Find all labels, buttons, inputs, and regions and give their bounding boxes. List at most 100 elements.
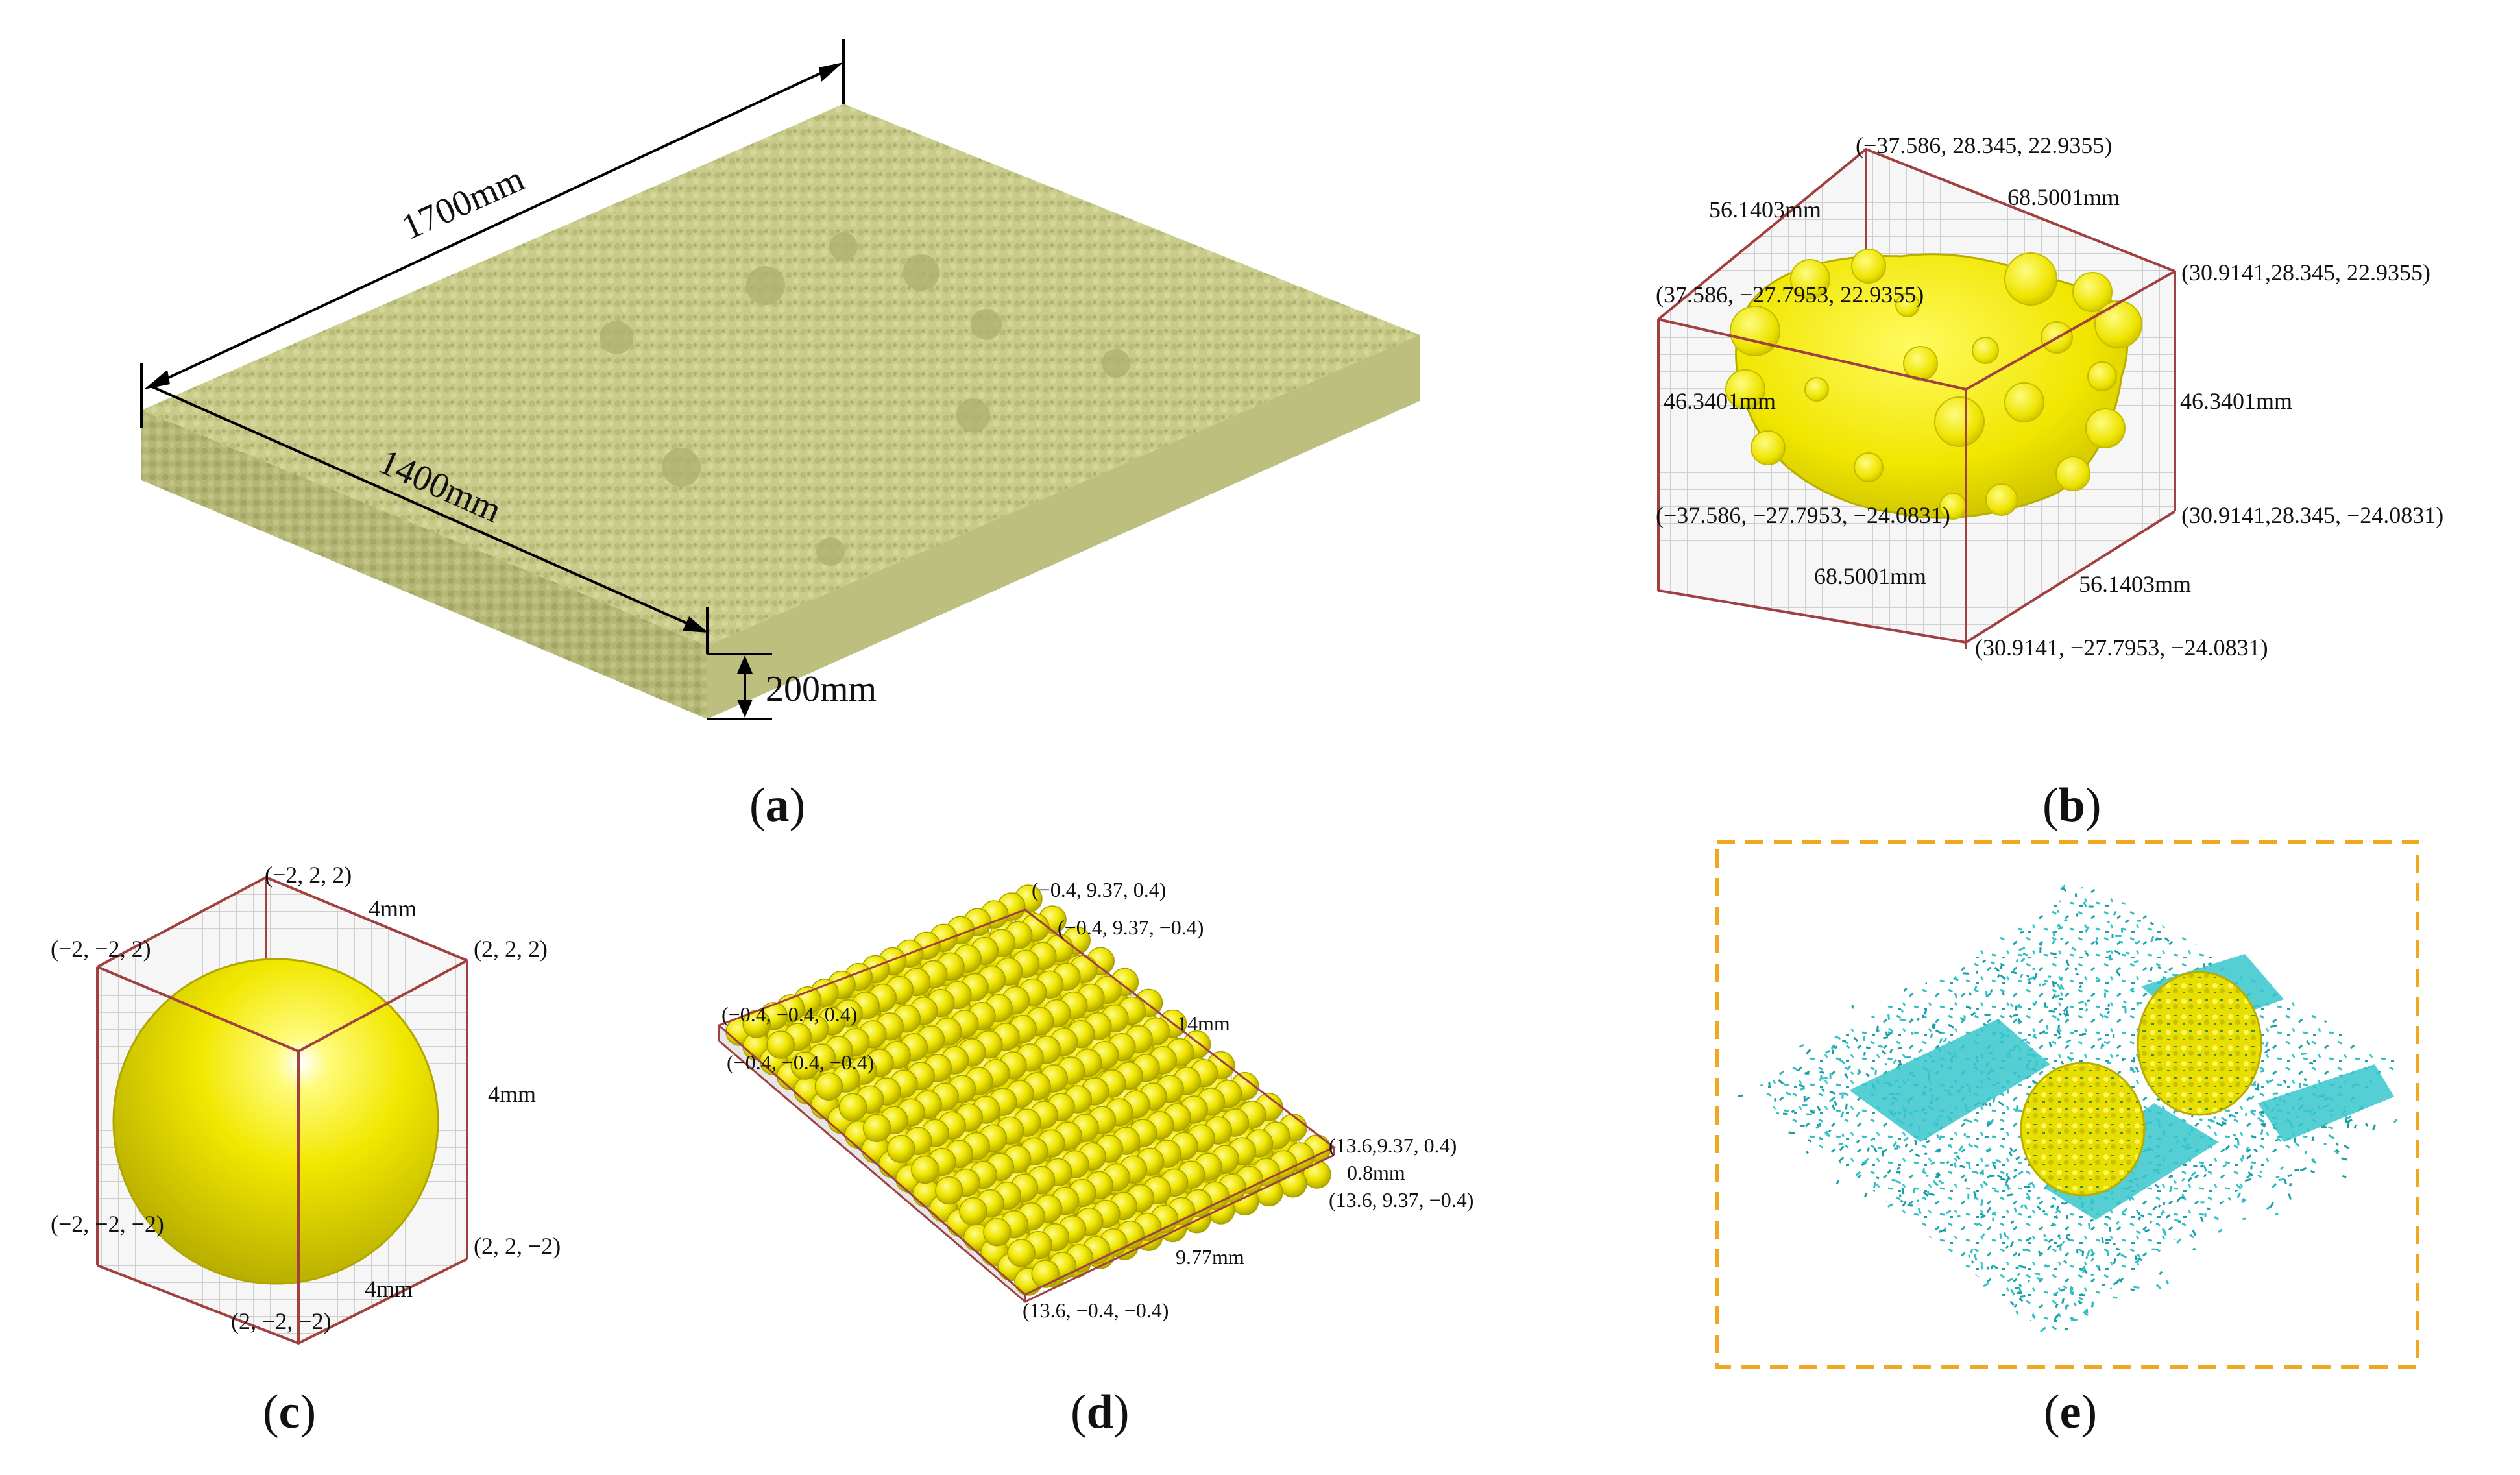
caption-c: (c) <box>263 1385 316 1439</box>
cyan-speck <box>2133 960 2139 964</box>
cyan-speck <box>2169 1186 2173 1193</box>
dimension-bottom-left: 68.5001mm <box>1814 563 1926 589</box>
yellow-particle-clump <box>2137 971 2262 1116</box>
cyan-speck <box>2192 1229 2197 1236</box>
cyan-speck <box>1839 1145 1845 1151</box>
cyan-speck <box>2064 1327 2069 1331</box>
cyan-speck <box>2024 1186 2031 1188</box>
cyan-speck <box>2242 1217 2246 1221</box>
cyan-speck <box>2159 1271 2163 1276</box>
cyan-speck <box>2010 1220 2015 1225</box>
cyan-speck <box>2036 1196 2041 1200</box>
cyan-speck <box>2155 938 2163 941</box>
cyan-speck <box>2028 977 2035 981</box>
cyan-speck <box>2235 1184 2242 1189</box>
cyan-speck <box>2085 1008 2089 1012</box>
cyan-speck <box>2019 1265 2026 1269</box>
cyan-speck <box>2274 1138 2279 1142</box>
cyan-speck <box>2017 1291 2022 1295</box>
cyan-speck <box>1838 1156 1845 1162</box>
cyan-speck <box>2137 1212 2140 1215</box>
cyan-speck <box>1914 1139 1918 1145</box>
cyan-speck <box>1825 1130 1831 1138</box>
cyan-speck <box>2203 1165 2208 1172</box>
cyan-speck <box>2074 893 2078 897</box>
cyan-speck <box>1840 1111 1845 1118</box>
sphere <box>983 1218 1012 1247</box>
bounding-box-front-edges <box>97 959 468 1343</box>
cyan-speck <box>2052 940 2055 945</box>
cyan-speck <box>2107 1217 2112 1221</box>
cyan-speck <box>1903 1136 1909 1142</box>
cyan-speck <box>2260 1129 2264 1136</box>
cyan-speck <box>2015 1310 2019 1315</box>
cyan-speck <box>2015 1266 2019 1269</box>
cyan-speck <box>2009 1147 2013 1152</box>
cyan-speck <box>2070 1052 2074 1054</box>
bed-top-face <box>141 104 1420 646</box>
cyan-speck <box>2005 1245 2009 1249</box>
cyan-speck <box>2150 921 2155 926</box>
corner-label-top-left: (37.586, −27.7953, 22.9355) <box>1656 282 1924 308</box>
cyan-speck <box>1797 1066 1802 1072</box>
cyan-speck <box>1968 992 1972 996</box>
cyan-speck <box>1810 1110 1815 1114</box>
cyan-speck <box>2057 1234 2061 1238</box>
bed-front-face <box>141 410 707 719</box>
cyan-speck <box>1994 1266 1998 1269</box>
cyan-speck <box>2247 1171 2254 1176</box>
cyan-speck <box>1834 1101 1837 1106</box>
cyan-speck <box>1918 1049 1923 1053</box>
cyan-speck <box>2124 919 2130 923</box>
cyan-speck <box>1948 1144 1952 1147</box>
cyan-speck <box>2027 1279 2031 1284</box>
cyan-speck <box>1828 1097 1835 1103</box>
cyan-speck <box>1855 1171 1861 1176</box>
cyan-speck <box>2008 1151 2013 1157</box>
corner-label-right-top: (13.6,9.37, 0.4) <box>1329 1134 1457 1157</box>
cyan-speck <box>2099 1012 2105 1018</box>
cyan-speck <box>1891 1178 1896 1182</box>
cyan-speck <box>2244 1178 2252 1182</box>
cyan-speck <box>1893 1058 1898 1064</box>
cyan-speck <box>1898 1061 1902 1066</box>
cyan-speck <box>2257 1117 2263 1123</box>
cyan-speck <box>2034 1273 2041 1276</box>
cyan-speck <box>2061 1202 2066 1205</box>
cyan-speck <box>1991 961 1995 965</box>
cyan-speck <box>2214 1216 2220 1221</box>
cyan-speck <box>2334 1150 2339 1155</box>
cyan-speck <box>1841 1133 1845 1138</box>
cyan-speck <box>1917 1199 1920 1202</box>
cyan-speck <box>1953 1162 1957 1168</box>
cyan-speck <box>1838 1142 1844 1146</box>
cyan-speck <box>2017 1020 2021 1025</box>
cyan-speck <box>2010 1289 2016 1296</box>
cyan-speck <box>2207 1125 2212 1130</box>
cyan-speck <box>1979 1171 1983 1175</box>
cyan-speck <box>2048 1238 2054 1243</box>
cyan-speck <box>2007 1187 2011 1190</box>
cyan-speck <box>2061 887 2067 892</box>
cyan-speck <box>2022 952 2029 957</box>
cyan-speck <box>2065 1013 2070 1017</box>
corner-label-bottom-left: (−2, −2, −2) <box>51 1211 164 1237</box>
cyan-speck <box>1839 1092 1846 1095</box>
cyan-speck <box>2137 1257 2143 1262</box>
cyan-speck <box>1799 1084 1805 1088</box>
cyan-speck <box>1954 993 1958 999</box>
cyan-speck <box>1999 963 2004 970</box>
cyan-speck <box>2010 971 2017 975</box>
cyan-speck <box>2200 1201 2205 1204</box>
cyan-speck <box>2066 1056 2073 1062</box>
cyan-speck <box>1980 1213 1986 1217</box>
cyan-speck <box>2106 1010 2111 1014</box>
panel-e: (e) <box>1715 840 2419 1439</box>
cyan-speck <box>1992 1096 1996 1103</box>
cyan-speck <box>1819 1075 1823 1082</box>
cyan-speck <box>1824 1049 1831 1054</box>
sphere <box>814 1072 843 1101</box>
cyan-speck <box>1980 1199 1983 1206</box>
panel-d: (−0.4, 9.37, 0.4) (−0.4, 9.37, −0.4) (−0… <box>717 878 1473 1439</box>
corner-label-top-right: (30.9141,28.345, 22.9355) <box>2181 260 2430 286</box>
